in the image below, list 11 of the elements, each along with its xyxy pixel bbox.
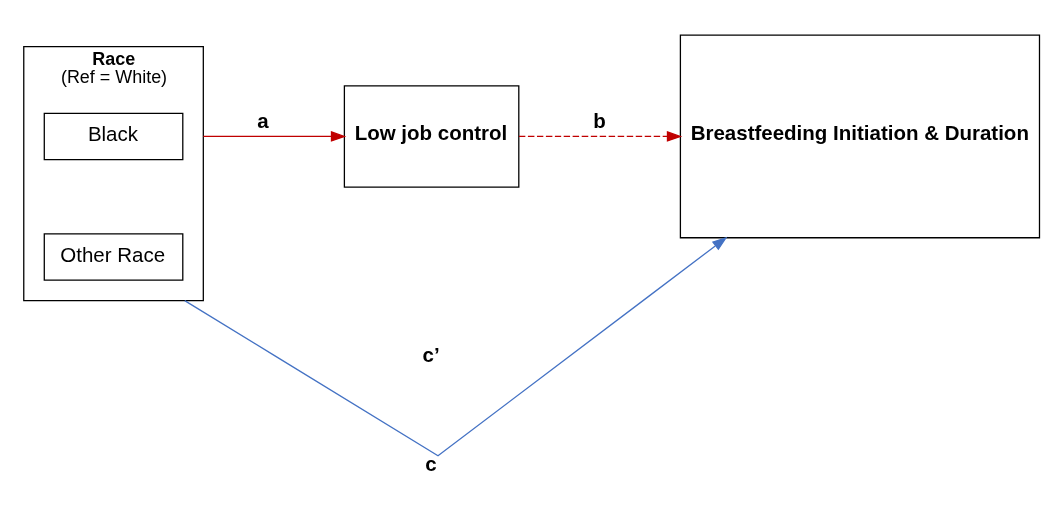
node-box: Breastfeeding Initiation & Duration [679,34,1041,238]
edge-label: a [257,108,269,132]
node-box: Other Race [43,232,184,281]
edge-label: c [425,451,437,475]
node-box: Low job control [343,84,520,188]
arrow [202,130,347,142]
edge-label: b [593,108,606,132]
label: c’ [422,342,440,366]
node-box: Black [43,112,184,160]
arrow [518,130,683,142]
arrow [184,236,728,456]
